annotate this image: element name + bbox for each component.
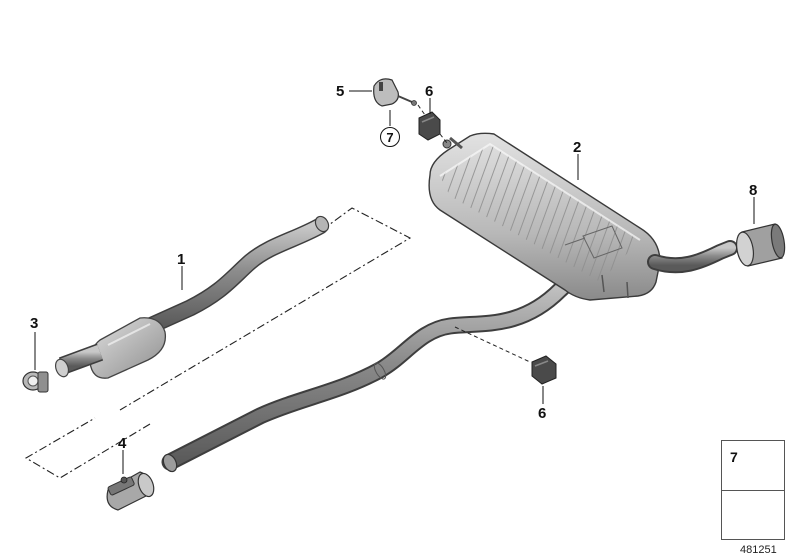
legend-item-number: 7 [730, 449, 738, 465]
rear-muffler [428, 132, 661, 301]
callout-part-1: 1 [177, 251, 186, 268]
front-pipe-catalytic-converter [54, 215, 330, 379]
rubber-mount-bottom [531, 355, 557, 385]
tailpipe [647, 240, 738, 274]
pipe-clamp [22, 371, 49, 393]
mount-link-lines [417, 104, 531, 363]
leader-lines [34, 90, 755, 474]
sensor-unit [373, 78, 417, 107]
legend-box: 7 [721, 440, 785, 540]
tailpipe-trim [735, 223, 786, 267]
callout-part-2: 2 [573, 139, 582, 156]
callout-part-4: 4 [118, 435, 127, 452]
callout-part-8: 8 [749, 182, 758, 199]
callout-part-6-bottom: 6 [538, 405, 547, 422]
callout-part-6-top: 6 [425, 83, 434, 100]
legend-divider [722, 490, 784, 491]
callout-part-7-circled: 7 [380, 127, 400, 147]
reference-number: 481251 [740, 544, 777, 556]
rubber-mount-top [418, 111, 441, 141]
callout-part-5: 5 [336, 83, 345, 100]
assembly-bracket-frame [24, 207, 412, 479]
callout-part-3: 3 [30, 315, 39, 332]
pipe-clamp-with-bolt [106, 471, 155, 511]
center-pipe [161, 267, 584, 473]
